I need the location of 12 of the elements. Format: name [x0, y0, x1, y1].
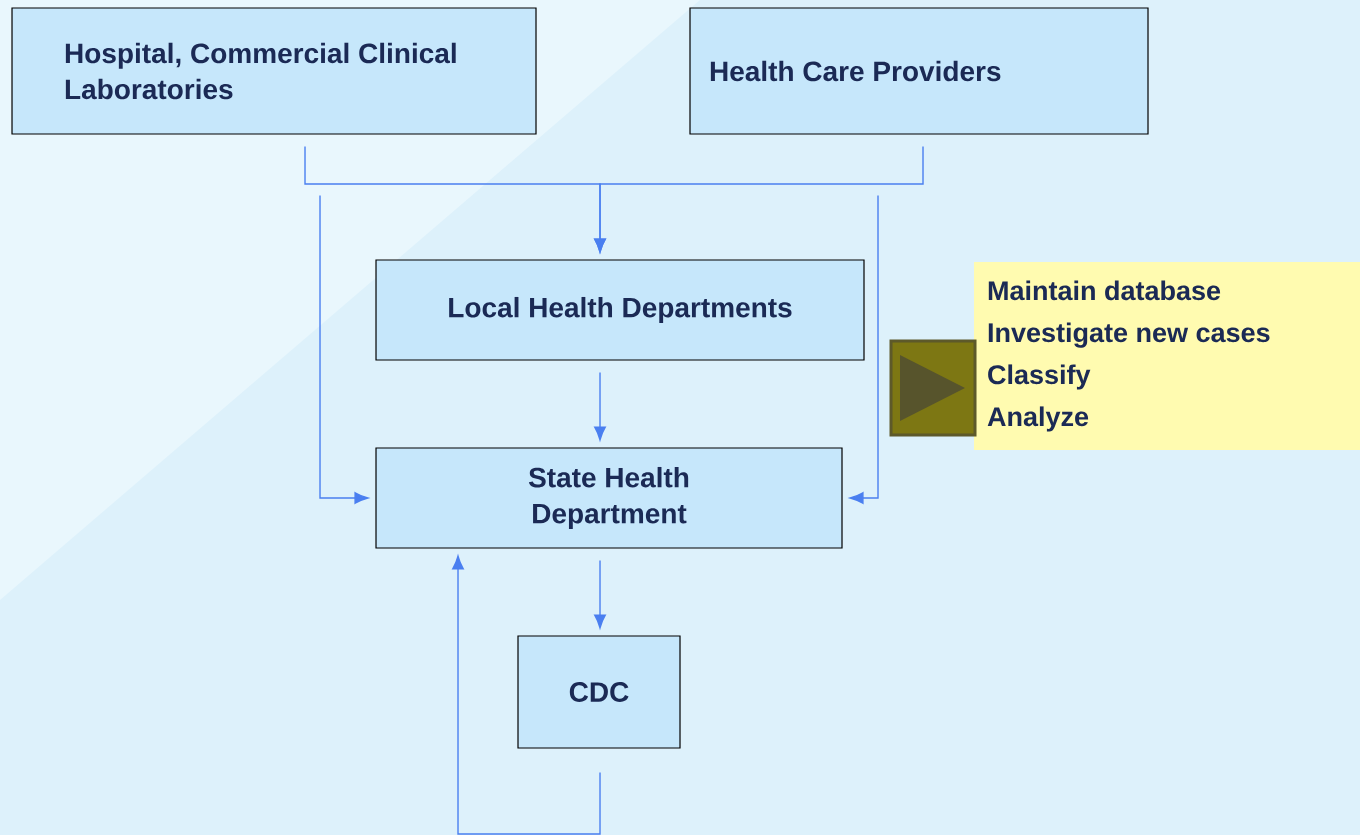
- note-box: Maintain database Investigate new cases Classify Analyze: [974, 262, 1360, 450]
- arrow: [594, 145, 924, 253]
- arrow: [594, 559, 606, 629]
- arrow: [849, 194, 879, 504]
- arrow: [452, 555, 601, 835]
- process-box: Health Care Providers: [689, 7, 1149, 135]
- process-box: Local Health Departments: [375, 259, 865, 361]
- process-box: Hospital, Commercial Clinical Laboratories: [11, 7, 537, 135]
- arrow: [319, 194, 369, 504]
- process-box: CDC: [517, 635, 681, 749]
- process-box: State Health Department: [375, 447, 843, 549]
- arrow: [594, 371, 606, 441]
